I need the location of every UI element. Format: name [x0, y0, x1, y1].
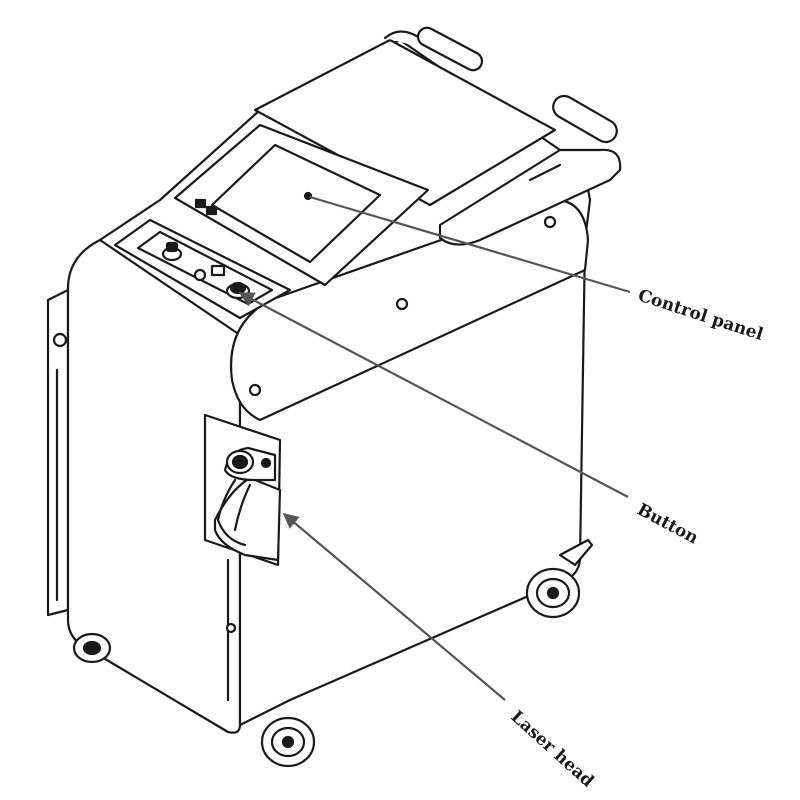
switch — [193, 268, 207, 282]
wheel-front-left — [260, 716, 316, 768]
cabinet-left-face — [66, 238, 242, 734]
leader-control-panel — [309, 195, 631, 294]
rim-screw — [395, 297, 409, 311]
wheel-front-right — [525, 567, 581, 619]
label-laser-head: Laser head — [507, 707, 598, 792]
base-bracket — [558, 538, 594, 567]
rim-screw — [543, 215, 557, 229]
front-rim — [230, 198, 590, 422]
laser-head-holder — [203, 413, 282, 567]
knob — [161, 241, 183, 262]
door-hinge — [225, 622, 237, 634]
label-control-panel: Control panel — [635, 286, 766, 345]
screen-point — [303, 191, 313, 201]
rim-screw — [248, 383, 262, 397]
indicator-led — [194, 198, 207, 209]
leader-laser-head — [282, 513, 506, 701]
switch — [210, 264, 226, 277]
indicator-led — [205, 205, 218, 216]
screen — [210, 143, 382, 264]
wheel-rear-left — [72, 632, 112, 664]
label-button: Button — [634, 500, 702, 549]
left-door-panel — [46, 288, 70, 617]
handle-bar — [383, 26, 622, 246]
leader-button — [238, 292, 629, 498]
